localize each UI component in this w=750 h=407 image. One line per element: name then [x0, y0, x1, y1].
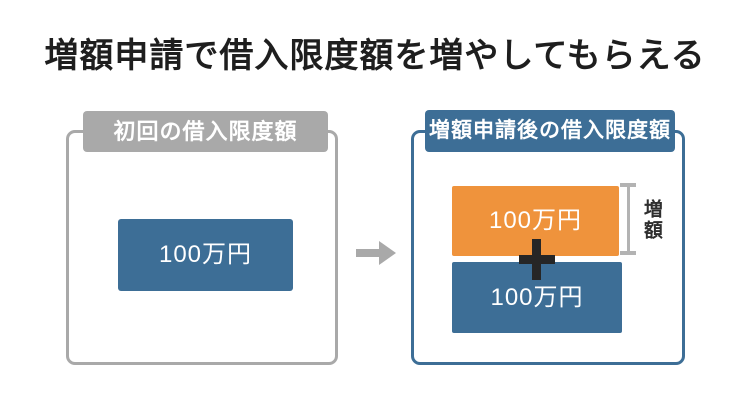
- initial-limit-header: 初回の借入限度額: [83, 111, 328, 152]
- after-increase-header: 増額申請後の借入限度額: [425, 110, 675, 152]
- increase-label: 増額: [640, 199, 662, 241]
- bracket-bottom-cap: [620, 251, 636, 255]
- increase-bracket-icon: [620, 183, 636, 255]
- diagram-title: 増額申請で借入限度額を増やしてもらえる: [44, 37, 706, 75]
- bracket-stem: [627, 185, 630, 253]
- initial-amount-box: 100万円: [118, 219, 293, 291]
- plus-horizontal-bar: [519, 255, 555, 264]
- right-arrow-icon: [356, 240, 396, 266]
- plus-icon: [519, 239, 555, 280]
- increase-amount-box: 100万円: [452, 186, 619, 256]
